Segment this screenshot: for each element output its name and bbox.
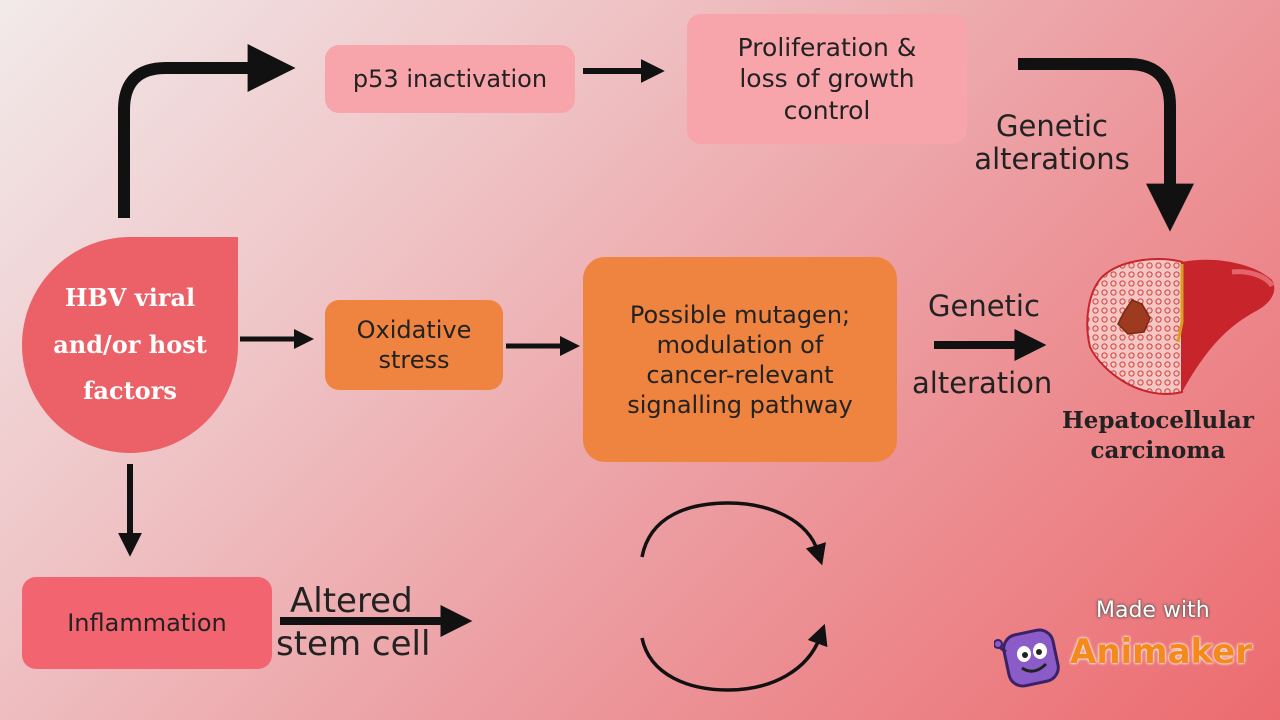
genetic-alterations-line-2: alterations xyxy=(974,142,1130,177)
oxidative-line-2: stress xyxy=(378,346,450,374)
cycle-arrow-bottom xyxy=(640,623,828,692)
hbv-line-3: factors xyxy=(83,376,177,406)
hcc-line-2: carcinoma xyxy=(1090,436,1226,464)
cycle-arrow-top xyxy=(640,501,826,566)
inflammation-label: Inflammation xyxy=(67,609,227,637)
proliferation-node: Proliferation & loss of growth control xyxy=(687,14,967,144)
hbv-line-2: and/or host xyxy=(53,329,207,359)
liver-tumor-icon xyxy=(1086,258,1275,395)
mutagen-line-2: modulation of xyxy=(656,330,824,359)
mutagen-line-4: signalling pathway xyxy=(627,390,853,419)
hcc-line-1: Hepatocellular xyxy=(1062,407,1254,434)
proliferation-line-2: loss of growth xyxy=(739,64,915,94)
mutagen-node: Possible mutagen; modulation of cancer-r… xyxy=(583,257,897,462)
watermark-made-with: Made with xyxy=(1096,598,1210,623)
arrow-hbv-to-p53 xyxy=(118,44,296,218)
hbv-factors-node: HBV viral and/or host factors xyxy=(22,237,238,453)
mutagen-line-1: Possible mutagen; xyxy=(629,300,851,329)
proliferation-line-1: Proliferation & xyxy=(737,33,917,63)
genetic-alteration-label-top: Genetic xyxy=(928,289,1040,323)
oxidative-line-1: Oxidative xyxy=(356,316,472,344)
oxidative-stress-node: Oxidative stress xyxy=(325,300,503,390)
genetic-alterations-label: Genetic alterations xyxy=(962,109,1142,177)
hcc-label: Hepatocellular carcinoma xyxy=(1040,406,1276,466)
p53-label: p53 inactivation xyxy=(352,65,548,93)
hbv-line-1: HBV viral xyxy=(64,282,196,312)
arrow-proliferation-to-hcc xyxy=(1018,58,1194,232)
altered-stem-cell-line-1: Altered xyxy=(290,581,413,621)
altered-stem-cell-line-2: stem cell xyxy=(276,624,431,664)
genetic-alterations-line-1: Genetic xyxy=(996,109,1108,143)
genetic-alteration-label-bottom: alteration xyxy=(912,366,1053,400)
inflammation-node: Inflammation xyxy=(22,577,272,669)
mutagen-line-3: cancer-relevant xyxy=(646,360,834,389)
animaker-mascot-icon xyxy=(994,628,1060,688)
p53-inactivation-node: p53 inactivation xyxy=(325,45,575,113)
proliferation-line-3: control xyxy=(783,95,871,125)
watermark-brand: Animaker xyxy=(1070,632,1253,672)
